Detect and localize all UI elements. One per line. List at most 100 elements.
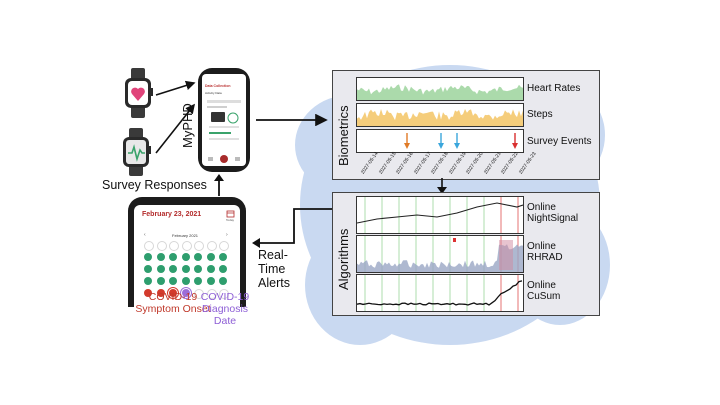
screen-subtitle: Activity Data bbox=[205, 91, 222, 95]
smartwatch-ecg-icon bbox=[123, 128, 151, 176]
calendar-day[interactable] bbox=[219, 265, 227, 273]
legend-symptom-onset: COVID-19 Symptom Onset bbox=[132, 291, 214, 315]
calendar-day[interactable] bbox=[194, 289, 204, 299]
date-tick-label: 2027-05-14 bbox=[360, 151, 380, 176]
screen-nav-bar bbox=[208, 155, 240, 163]
alerts-line3: Alerts bbox=[258, 276, 290, 290]
calendar-day[interactable] bbox=[156, 265, 165, 273]
survey-event-marker bbox=[438, 133, 444, 149]
date-tick-label: 2027-05-22 bbox=[500, 151, 520, 176]
phone-screen: Data Collection Activity Data bbox=[202, 74, 246, 166]
calendar-day[interactable] bbox=[206, 277, 215, 285]
calendar-day[interactable] bbox=[181, 265, 190, 273]
app-name-label: MyPHD bbox=[180, 103, 195, 148]
survey-event-marker bbox=[454, 133, 460, 149]
heart-rate-area bbox=[357, 84, 523, 100]
rhrad-strip bbox=[356, 235, 524, 273]
rhrad-line1: Online bbox=[527, 241, 556, 252]
ns-line2: NightSignal bbox=[527, 213, 579, 224]
phone-calendar: February 23, 2021 Today February 2021 ‹ … bbox=[128, 197, 246, 307]
calendar-day[interactable] bbox=[144, 241, 154, 251]
calendar-day[interactable] bbox=[181, 277, 190, 285]
calendar-day[interactable] bbox=[144, 265, 152, 273]
prev-month-arrow[interactable]: ‹ bbox=[144, 232, 146, 238]
biometrics-title: Biometrics bbox=[336, 105, 351, 166]
calendar-day[interactable] bbox=[144, 277, 152, 285]
calendar-day[interactable] bbox=[156, 253, 165, 261]
calendar-month-label: February 2021 bbox=[172, 233, 199, 238]
heart-rates-label: Heart Rates bbox=[527, 83, 581, 94]
calendar-day[interactable] bbox=[206, 253, 215, 261]
heart-rate-chart bbox=[357, 84, 523, 100]
calendar-day[interactable] bbox=[219, 253, 227, 261]
survey-events-label: Survey Events bbox=[527, 136, 592, 147]
heart-rate-strip bbox=[356, 77, 524, 101]
calendar-day[interactable] bbox=[156, 277, 165, 285]
cusum-chart bbox=[357, 275, 523, 311]
calendar-day[interactable] bbox=[169, 265, 177, 273]
steps-area bbox=[357, 109, 523, 126]
survey-event-marker bbox=[512, 133, 518, 149]
calendar-day[interactable] bbox=[194, 277, 202, 285]
rhrad-line2: RHRAD bbox=[527, 252, 563, 263]
cusum-line1: Online bbox=[527, 280, 556, 291]
nightsignal-line bbox=[357, 202, 523, 224]
calendar-day[interactable] bbox=[206, 241, 217, 251]
survey-responses-label: Survey Responses bbox=[102, 178, 207, 192]
date-tick-label: 2027-05-18 bbox=[430, 151, 450, 176]
nightsignal-chart bbox=[357, 197, 523, 233]
rhrad-chart bbox=[357, 236, 523, 272]
calendar-day[interactable] bbox=[181, 241, 192, 251]
phone-myphd: Data Collection Activity Data bbox=[198, 68, 250, 172]
steps-strip bbox=[356, 103, 524, 127]
calendar-day[interactable] bbox=[219, 277, 227, 285]
calendar-day[interactable] bbox=[194, 265, 202, 273]
cusum-strip bbox=[356, 274, 524, 312]
cusum-label: Online CuSum bbox=[527, 280, 560, 302]
calendar-day[interactable] bbox=[156, 289, 165, 297]
steps-chart bbox=[357, 109, 523, 126]
algorithms-title: Algorithms bbox=[336, 228, 351, 290]
calendar-day[interactable] bbox=[219, 241, 229, 251]
phone-to-biometrics-arrow bbox=[256, 114, 328, 126]
ns-line1: Online bbox=[527, 202, 556, 213]
rhrad-alert-band bbox=[499, 240, 513, 270]
steps-label: Steps bbox=[527, 109, 553, 120]
today-label: Today bbox=[226, 218, 235, 222]
calendar-day[interactable] bbox=[219, 289, 229, 299]
realtime-alerts-label: Real- Time Alerts bbox=[258, 248, 290, 290]
legend-onset-line1: COVID-19 bbox=[148, 291, 198, 303]
calendar-day[interactable] bbox=[194, 253, 202, 261]
smartwatch-heart-icon bbox=[125, 68, 153, 118]
calendar-day[interactable] bbox=[206, 289, 217, 299]
calendar-grid bbox=[144, 241, 234, 303]
calendar-day[interactable] bbox=[144, 253, 152, 261]
alerts-line2: Time bbox=[258, 262, 286, 276]
calendar-day[interactable] bbox=[206, 265, 215, 273]
calendar-day[interactable] bbox=[169, 241, 179, 251]
biometrics-to-algorithms-arrow bbox=[437, 178, 447, 194]
survey-up-arrow bbox=[214, 174, 224, 196]
calendar-day[interactable] bbox=[181, 253, 190, 261]
alerts-line1: Real- bbox=[258, 248, 288, 262]
cusum-line bbox=[357, 280, 523, 306]
calendar-day[interactable] bbox=[169, 253, 177, 261]
calendar-day[interactable] bbox=[194, 241, 204, 251]
watch-to-phone-arrows bbox=[155, 80, 196, 154]
calendar-day[interactable] bbox=[169, 277, 177, 285]
calendar-day[interactable] bbox=[144, 289, 152, 297]
rhrad-label: Online RHRAD bbox=[527, 241, 563, 263]
survey-event-marker bbox=[404, 133, 410, 149]
calendar-day[interactable] bbox=[156, 241, 167, 251]
calendar-day[interactable] bbox=[179, 287, 192, 299]
calendar-day[interactable] bbox=[167, 287, 179, 299]
screen-title: Data Collection bbox=[205, 84, 231, 88]
survey-events-chart bbox=[404, 133, 518, 149]
rhrad-alert-marker bbox=[453, 238, 456, 242]
next-month-arrow[interactable]: › bbox=[226, 232, 228, 238]
legend-diag-line2: Diagnosis Date bbox=[201, 303, 249, 327]
cusum-line2: CuSum bbox=[527, 291, 561, 302]
nightsignal-label: Online NightSignal bbox=[527, 202, 578, 224]
calendar-today-icon[interactable] bbox=[226, 209, 236, 219]
